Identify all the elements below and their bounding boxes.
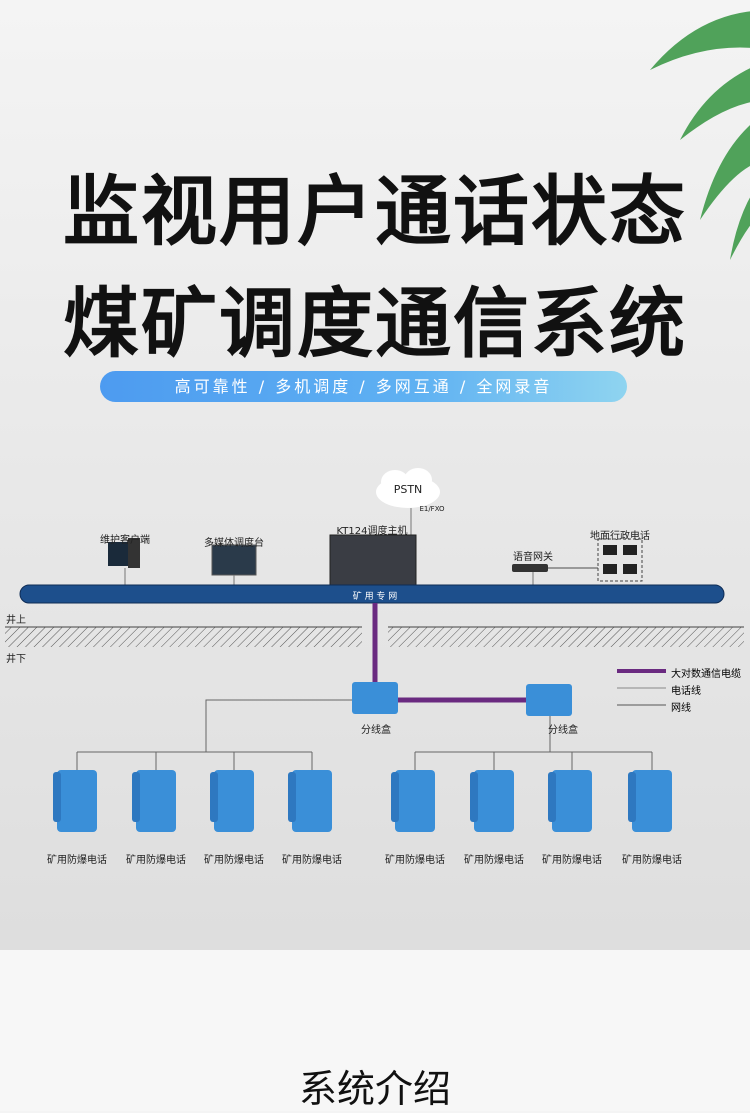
explosion-proof-phone-icon [292, 770, 332, 832]
title-line-2: 煤矿调度通信系统 [63, 279, 687, 368]
explosion-proof-phone-icon [57, 770, 97, 832]
legend-cable: 大对数通信电缆 [671, 669, 741, 680]
phone-label: 矿用防爆电话 [204, 855, 264, 866]
host-label: KT124调度主机 [336, 526, 408, 537]
section-title: 系统介绍 [298, 1067, 451, 1111]
host-server-icon [329, 534, 417, 586]
junction-label-2: 分线盒 [548, 725, 578, 736]
network-bus [19, 584, 725, 604]
explosion-proof-phone-icon [552, 770, 592, 832]
above-ground-label: 井上 [6, 615, 26, 626]
pstn-label: PSTN [393, 483, 423, 496]
client-label: 维护客户端 [100, 535, 150, 546]
pstn-link-label: E1/FXO [419, 505, 445, 513]
explosion-proof-phone-icon [136, 770, 176, 832]
phone-label: 矿用防爆电话 [385, 855, 445, 866]
console-icon [211, 544, 257, 576]
junction-box-icon [526, 684, 572, 716]
phone-label: 矿用防爆电话 [542, 855, 602, 866]
phone-label: 矿用防爆电话 [126, 855, 186, 866]
explosion-proof-phone-icon [395, 770, 435, 832]
phone-label: 矿用防爆电话 [622, 855, 682, 866]
feature-banner: 高可靠性 / 多机调度 / 多网互通 / 全网录音 [100, 371, 627, 402]
legend-phone-line: 电话线 [671, 686, 701, 697]
admin-phones-label: 地面行政电话 [590, 531, 650, 542]
computer-icon [108, 542, 130, 566]
admin-phones-icon [603, 545, 637, 574]
junction-box-icon [352, 682, 398, 714]
explosion-proof-phone-icon [632, 770, 672, 832]
below-ground-label: 井下 [6, 654, 26, 665]
phone-label: 矿用防爆电话 [282, 855, 342, 866]
phone-label: 矿用防爆电话 [47, 855, 107, 866]
console-label: 多媒体调度台 [204, 538, 264, 549]
gateway-label: 语音网关 [513, 552, 553, 563]
explosion-proof-phone-icon [214, 770, 254, 832]
phone-label: 矿用防爆电话 [464, 855, 524, 866]
explosion-proof-phone-icon [474, 770, 514, 832]
gateway-icon [512, 564, 548, 572]
bottom-section [0, 950, 750, 1111]
title-line-1: 监视用户通话状态 [63, 167, 687, 256]
palm-leaf-decoration [650, 11, 750, 260]
legend-network-line: 网线 [671, 703, 691, 714]
network-label: 矿 用 专 网 [352, 592, 398, 602]
pstn-cloud-icon [376, 468, 440, 508]
network-diagram [5, 468, 744, 832]
junction-label-1: 分线盒 [361, 725, 391, 736]
